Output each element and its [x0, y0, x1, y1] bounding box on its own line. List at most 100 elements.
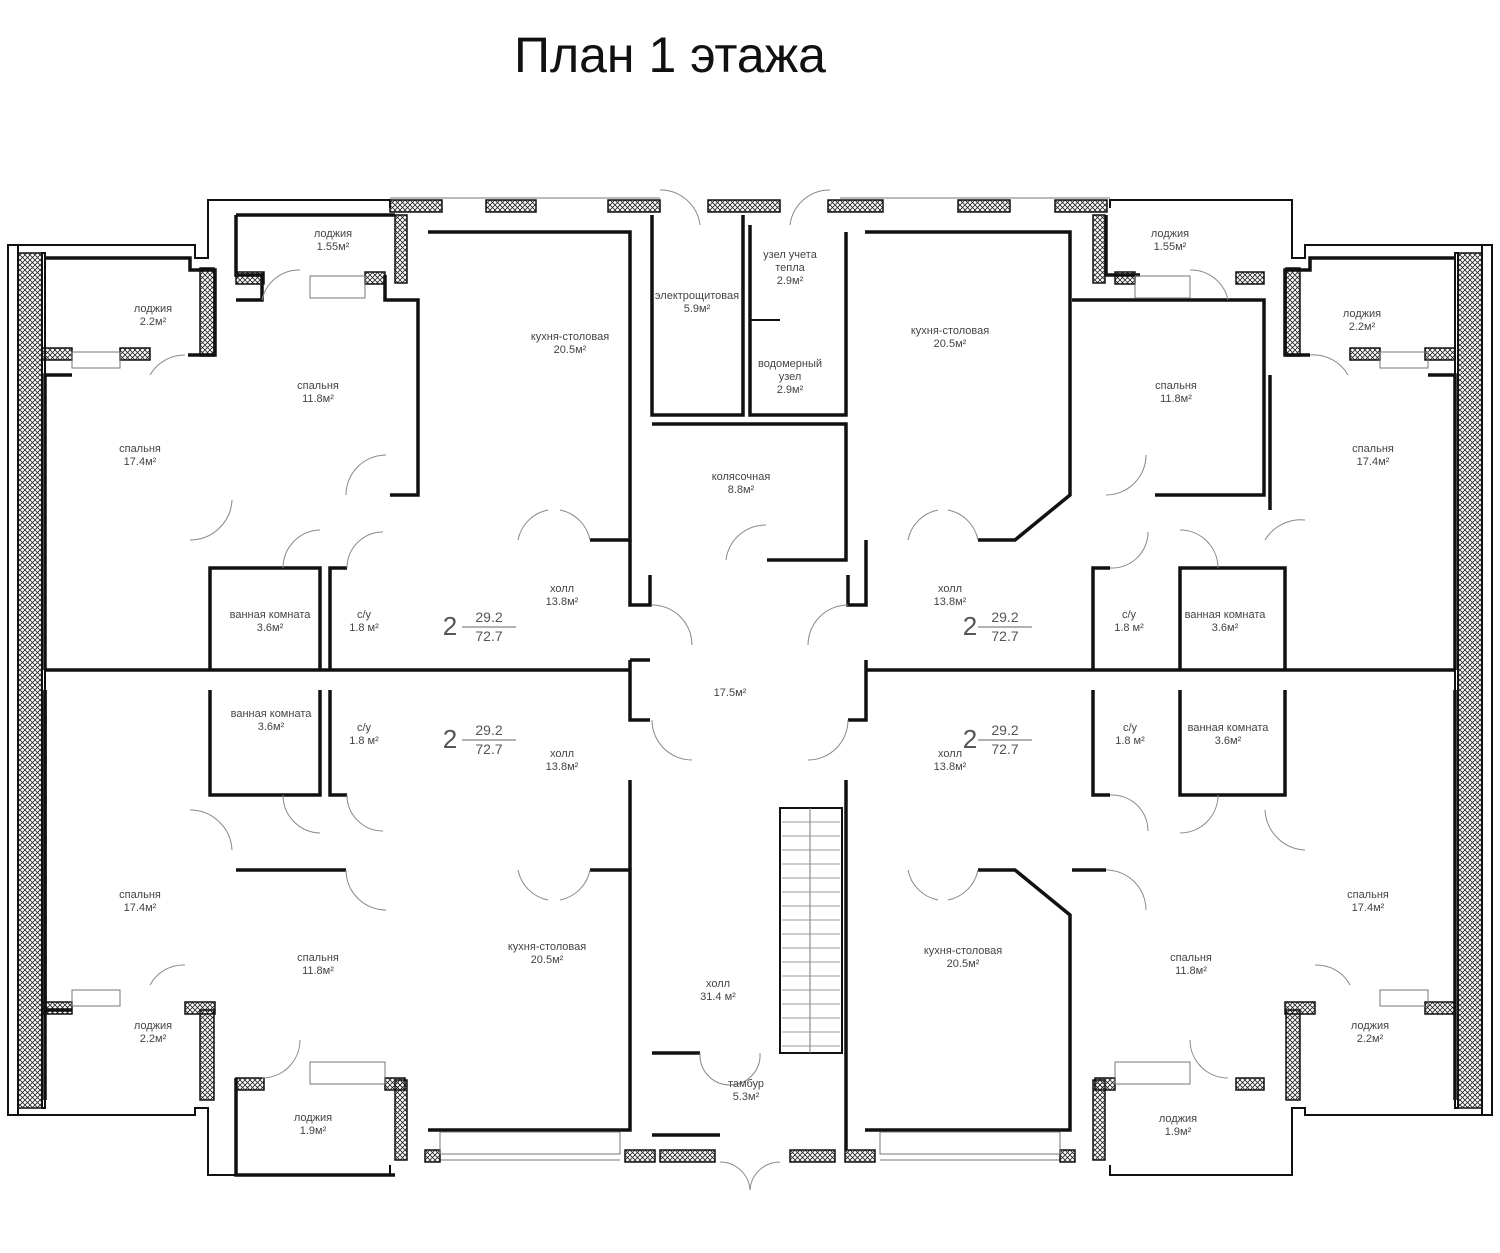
room-name: электрощитовая — [655, 290, 739, 302]
room-area: 31.4 м² — [700, 991, 736, 1003]
room-name: лоджия — [1159, 1113, 1197, 1125]
room-area: 1.8 м² — [349, 735, 379, 747]
apartment-living-area: 29.2 — [475, 722, 502, 738]
apartment-living-area: 29.2 — [475, 609, 502, 625]
exterior-walls — [7, 197, 1493, 1176]
room-area: 5.9м² — [684, 303, 711, 315]
room-area: 3.6м² — [1212, 622, 1239, 634]
room-name: с/у — [1123, 722, 1138, 734]
room-area: 11.8м² — [1160, 393, 1192, 405]
room-area: 1.55м² — [317, 241, 350, 253]
apartment-total-area: 72.7 — [991, 628, 1018, 644]
room-name: спальня — [1352, 443, 1394, 455]
room-area: 17.4м² — [124, 456, 157, 468]
room-area: 1.8 м² — [1114, 622, 1144, 634]
apartment-marker: 2 29.2 72.7 — [443, 722, 516, 757]
room-label: с/у1.8 м² — [1115, 722, 1145, 747]
apartment-living-area: 29.2 — [991, 722, 1018, 738]
room-label: с/у1.8 м² — [349, 722, 379, 747]
room-name: кухня-столовая — [531, 331, 609, 343]
room-area: 3.6м² — [1215, 735, 1242, 747]
room-name: лоджия — [1351, 1020, 1389, 1032]
room-area: 17.4м² — [1352, 902, 1385, 914]
room-name: кухня-столовая — [924, 945, 1002, 957]
stair-steps — [782, 821, 840, 1047]
room-label: с/у1.8 м² — [1114, 609, 1144, 634]
room-name: ванная комната — [1185, 609, 1267, 621]
room-name: спальня — [1155, 380, 1197, 392]
room-area: 8.8м² — [728, 484, 755, 496]
room-name: лоджия — [314, 228, 352, 240]
room-name: ванная комната — [1188, 722, 1270, 734]
room-area: 13.8м² — [934, 761, 967, 773]
room-area: 20.5м² — [531, 954, 564, 966]
room-name: лоджия — [1343, 308, 1381, 320]
windows — [71, 275, 1429, 1155]
room-area: 1.8 м² — [1115, 735, 1145, 747]
apartment-rooms: 2 — [963, 724, 977, 754]
room-name: тепла — [775, 262, 805, 274]
room-area: 3.6м² — [257, 622, 284, 634]
apartment-rooms: 2 — [963, 611, 977, 641]
page-title: План 1 этажа — [514, 27, 826, 83]
room-name: тамбур — [728, 1078, 764, 1090]
room-name: ванная комната — [231, 708, 313, 720]
room-name: с/у — [357, 609, 372, 621]
room-area: 2.2м² — [1349, 321, 1376, 333]
room-name: холл — [550, 748, 574, 760]
room-area: 20.5м² — [934, 338, 967, 350]
room-area: 1.55м² — [1154, 241, 1187, 253]
room-area: 20.5м² — [554, 344, 587, 356]
doors — [149, 189, 1351, 1191]
room-name: холл — [938, 583, 962, 595]
room-area: 1.9м² — [1165, 1126, 1192, 1138]
room-area: 2.2м² — [140, 316, 167, 328]
room-name: узел — [779, 371, 802, 383]
room-name: холл — [550, 583, 574, 595]
room-name: холл — [706, 978, 730, 990]
room-area: 17.5м² — [714, 687, 747, 699]
room-name: кухня-столовая — [508, 941, 586, 953]
apartment-rooms: 2 — [443, 724, 457, 754]
room-area: 11.8м² — [1175, 965, 1207, 977]
room-labels: лоджия1.55м²лоджия2.2м²спальня11.8м²кухн… — [119, 228, 1394, 1138]
room-label: 17.5м² — [714, 687, 747, 699]
room-area: 3.6м² — [258, 721, 285, 733]
room-name: лоджия — [134, 1020, 172, 1032]
room-name: колясочная — [712, 471, 771, 483]
apartment-rooms: 2 — [443, 611, 457, 641]
room-name: холл — [938, 748, 962, 760]
apartment-total-area: 72.7 — [475, 741, 502, 757]
room-name: спальня — [1170, 952, 1212, 964]
room-name: ванная комната — [230, 609, 312, 621]
room-area: 2.9м² — [777, 384, 804, 396]
apartment-total-area: 72.7 — [475, 628, 502, 644]
room-name: лоджия — [134, 303, 172, 315]
